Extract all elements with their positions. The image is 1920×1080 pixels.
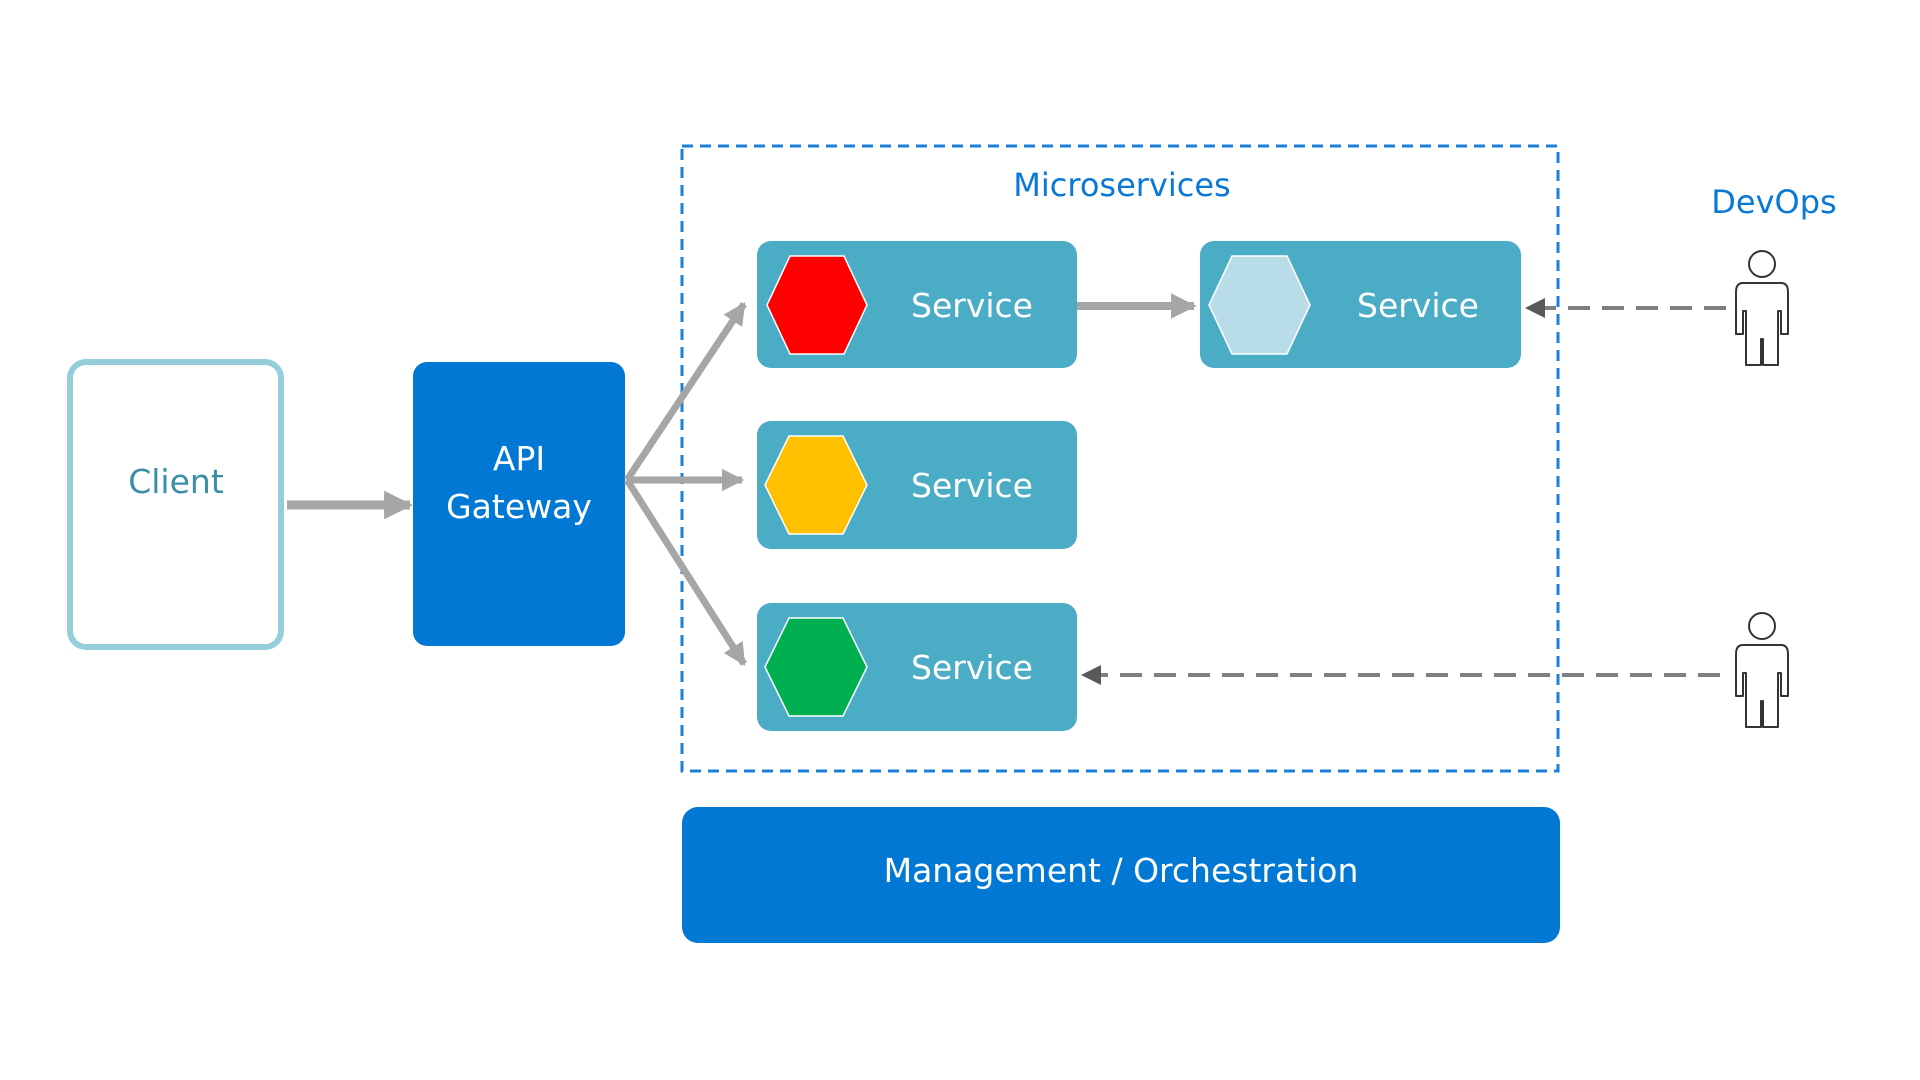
microservices-container — [680, 144, 1560, 773]
client-box — [67, 359, 284, 650]
api-gateway-box — [413, 362, 625, 646]
service-node-yellow[interactable]: Service — [757, 421, 1077, 549]
api-gateway-node[interactable]: API Gateway — [413, 362, 625, 646]
service-label: Service — [911, 648, 1033, 687]
arrow-gateway-to-service-red — [624, 302, 747, 482]
hexagon-icon — [764, 617, 868, 717]
management-orchestration-node[interactable]: Management / Orchestration — [682, 807, 1560, 943]
client-node[interactable]: Client — [67, 359, 284, 650]
management-orchestration-label: Management / Orchestration — [884, 851, 1359, 890]
person-icon — [1735, 612, 1789, 728]
service-node-green[interactable]: Service — [757, 603, 1077, 731]
service-label: Service — [911, 466, 1033, 505]
microservices-title: Microservices — [1013, 166, 1230, 204]
arrow-gateway-to-service-green — [624, 478, 747, 666]
management-orchestration-box — [682, 807, 1560, 943]
hexagon-icon — [766, 255, 868, 355]
service-label: Service — [911, 286, 1033, 325]
person-icon — [1735, 250, 1789, 366]
hexagon-icon — [764, 435, 868, 535]
service-node-lightblue[interactable]: Service — [1200, 241, 1521, 368]
api-gateway-label-line2: Gateway — [446, 487, 592, 526]
service-label: Service — [1357, 286, 1479, 325]
service-node-red[interactable]: Service — [757, 241, 1077, 368]
devops-label: DevOps — [1711, 183, 1836, 221]
hexagon-icon — [1208, 255, 1311, 355]
api-gateway-label-line1: API — [493, 439, 545, 478]
client-label: Client — [128, 462, 224, 501]
